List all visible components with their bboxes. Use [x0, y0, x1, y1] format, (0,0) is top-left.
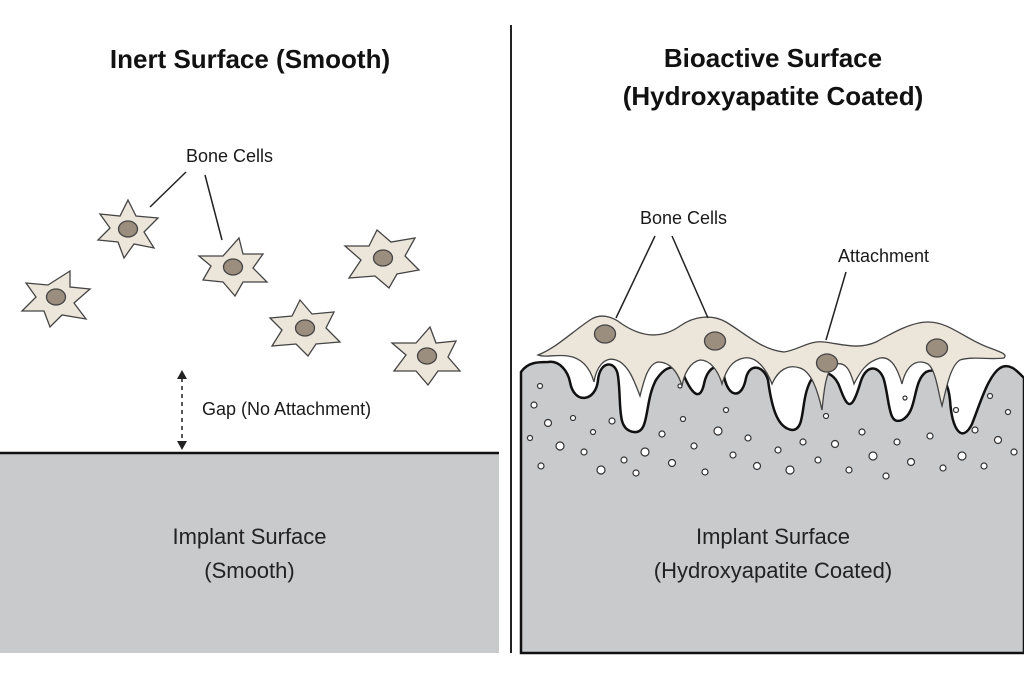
left-cells-leader	[204, 174, 223, 241]
cell-nucleus	[416, 347, 438, 365]
gap-label: Gap (No Attachment)	[202, 399, 372, 419]
coating-pores	[526, 382, 1018, 480]
right-panel-title: Bioactive Surface (Hydroxyapatite Coated…	[522, 39, 1024, 115]
left-implant-block	[0, 453, 499, 653]
attached-cell-nuclei	[593, 324, 949, 373]
cell-nucleus	[372, 249, 394, 267]
left-cells-leader	[149, 171, 187, 208]
right-panel-title-line1: Bioactive Surface	[663, 43, 883, 73]
cell-nucleus	[593, 324, 617, 344]
cell-nucleus	[925, 338, 949, 358]
gap-arrow	[177, 370, 187, 450]
right-panel-title-line2: (Hydroxyapatite Coated)	[622, 81, 924, 111]
left-implant-label-line2: (Smooth)	[204, 558, 295, 583]
attached-cell-layer	[536, 315, 1006, 411]
bone-cell	[390, 325, 462, 387]
right-implant-label-line1: Implant Surface	[695, 524, 851, 549]
right-bone-cells-label: Bone Cells	[640, 208, 728, 228]
bone-cell	[197, 236, 269, 298]
right-implant-block	[519, 360, 1024, 655]
cell-nucleus	[294, 319, 316, 337]
bone-cell	[96, 198, 160, 260]
right-cells-leader	[671, 235, 709, 319]
cell-nucleus	[45, 288, 67, 306]
left-bone-cells-label: Bone Cells	[186, 146, 274, 166]
cell-nucleus	[222, 258, 244, 276]
left-implant-label-line1: Implant Surface	[172, 524, 327, 549]
cell-nucleus	[117, 220, 139, 238]
left-panel-title: Inert Surface (Smooth)	[109, 44, 391, 74]
right-cells-leader	[615, 235, 656, 319]
bone-cell	[343, 228, 421, 290]
left-implant-label: Implant Surface (Smooth)	[0, 520, 499, 588]
right-implant-label-line2: (Hydroxyapatite Coated)	[653, 558, 893, 583]
cell-nucleus	[703, 331, 727, 351]
attachment-leader	[825, 271, 847, 341]
left-bone-cells	[20, 198, 462, 387]
bone-cell	[20, 269, 92, 329]
bone-cell	[268, 298, 342, 358]
cell-nucleus	[815, 353, 839, 373]
attachment-label: Attachment	[838, 246, 930, 266]
right-implant-label: Implant Surface (Hydroxyapatite Coated)	[522, 520, 1024, 588]
